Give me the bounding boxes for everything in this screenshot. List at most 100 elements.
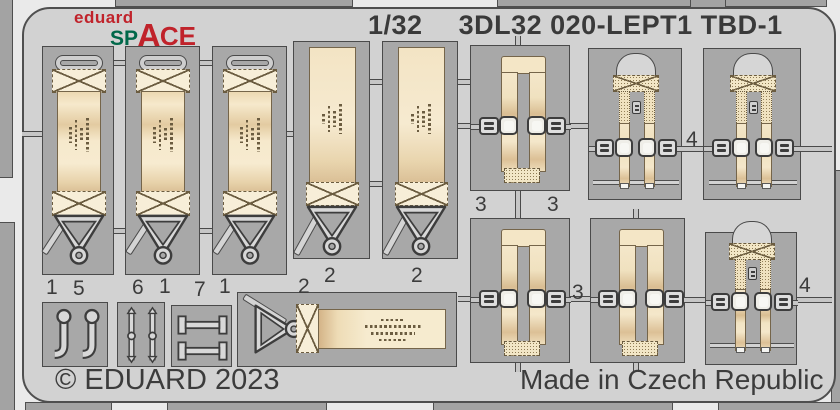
plate-part1-a (41, 46, 114, 275)
belt-adjuster-pad (755, 138, 773, 157)
belt-buckle (598, 290, 618, 308)
belt-adjuster-pad (645, 289, 664, 308)
textured-strap (761, 91, 772, 125)
connector-tab (706, 300, 713, 306)
belt-adjuster-pad (732, 138, 750, 157)
connector-tab (515, 362, 521, 372)
belt-end-loop (55, 55, 103, 71)
strap-tip (645, 183, 654, 189)
textured-strap (736, 91, 747, 125)
belt-cross-pad (306, 182, 359, 206)
strap-tip (736, 347, 745, 353)
textured-strap (760, 259, 771, 291)
strap-tip (737, 183, 746, 189)
connector-tab (797, 297, 832, 303)
connector-tab (589, 146, 597, 152)
connector-tab (633, 362, 639, 372)
connector-tab (564, 124, 571, 130)
plate-part3-b (470, 218, 571, 363)
strap-tip (761, 347, 770, 353)
belt-end-pad (504, 341, 540, 356)
etch-slot (593, 180, 679, 185)
belt-buckle (546, 290, 566, 308)
seatbelt-strap (318, 309, 446, 349)
eduard-space-logo: eduard SP A CE (74, 8, 196, 52)
shoulder-pad (613, 75, 659, 92)
origin-text: Made in Czech Republic (520, 364, 824, 395)
belt-end-pad (622, 341, 658, 356)
belt-adjuster-pad (754, 292, 772, 311)
belt-buckle (479, 290, 499, 308)
triangle-fitting (392, 204, 450, 256)
triangle-fitting (221, 213, 279, 265)
part-number-label: 2 (324, 264, 336, 287)
plate-part2-c (237, 292, 457, 367)
frame-strip-left (0, 222, 15, 410)
frame-strip-bottom (433, 402, 673, 410)
belt-cross-pad (136, 69, 190, 93)
connector-tab (458, 79, 471, 85)
seatbelt-strap (228, 91, 272, 195)
connector-tab (471, 124, 480, 130)
part-number-label: 7 (194, 278, 206, 301)
frame-strip-left (0, 0, 13, 178)
part-number-label: 2 (298, 275, 310, 298)
connector-tab (370, 181, 383, 187)
part-number-label: 6 (132, 276, 144, 299)
strap-tip (762, 183, 771, 189)
seatbelt-strap (57, 91, 101, 195)
textured-strap (644, 91, 655, 125)
belt-top-bar (619, 229, 664, 247)
belt-adjuster-pad (499, 289, 518, 308)
connector-tab (114, 60, 126, 66)
header-title: 1/32 3DL32 020-LEPT1 TBD-1 (368, 10, 783, 41)
connector-tab (801, 146, 832, 152)
brand-text: eduard (74, 8, 134, 27)
connector-tab (515, 191, 521, 219)
belt-stencil-print (338, 313, 448, 347)
part-number-label: 4 (686, 128, 698, 151)
mini-buckle (749, 101, 758, 114)
part-number-label: 1 (46, 276, 58, 299)
triangle-fitting (50, 213, 108, 265)
mini-buckle (748, 267, 757, 280)
j-hook-fitting (79, 307, 103, 363)
textured-strap (735, 259, 746, 291)
belt-buckle (546, 117, 566, 135)
belt-buckle (664, 290, 684, 308)
plate-part1-b (125, 46, 200, 275)
connector-tab (22, 131, 42, 137)
triangle-fitting (303, 204, 361, 256)
belt-stencil-print (310, 94, 354, 144)
belt-top-bar (501, 229, 546, 247)
belt-adjuster-pad (527, 116, 546, 135)
rod-fitting (145, 306, 160, 364)
connector-tab (682, 146, 704, 152)
plate-part7 (171, 305, 232, 367)
belt-adjuster-pad (527, 289, 546, 308)
frame-strip-top (497, 0, 827, 7)
part-number-label: 5 (73, 277, 85, 300)
mini-buckle (632, 101, 641, 114)
connector-tab (370, 79, 383, 85)
plate-part6 (117, 302, 165, 367)
connector-tab (515, 36, 521, 46)
plate-part4-a (588, 48, 683, 200)
h-bracket-fitting (175, 341, 230, 361)
belt-cross-pad (296, 304, 319, 353)
belt-cross-pad (52, 69, 106, 93)
plate-part2-b (381, 41, 458, 259)
connector-tab (564, 297, 571, 303)
belt-stencil-print (399, 94, 443, 144)
frame-strip-bottom (25, 402, 112, 410)
plate-part3-c (590, 218, 686, 363)
connector-tab (570, 123, 589, 129)
plate-part3-a (470, 45, 571, 191)
copyright-text: © EDUARD 2023 (55, 364, 280, 396)
shoulder-pad (729, 243, 775, 260)
belt-adjuster-pad (615, 138, 633, 157)
part-number-label: 2 (411, 264, 423, 287)
headrest-dome (733, 53, 773, 77)
part-number-label: 4 (799, 274, 811, 297)
h-bracket-fitting (175, 315, 230, 335)
